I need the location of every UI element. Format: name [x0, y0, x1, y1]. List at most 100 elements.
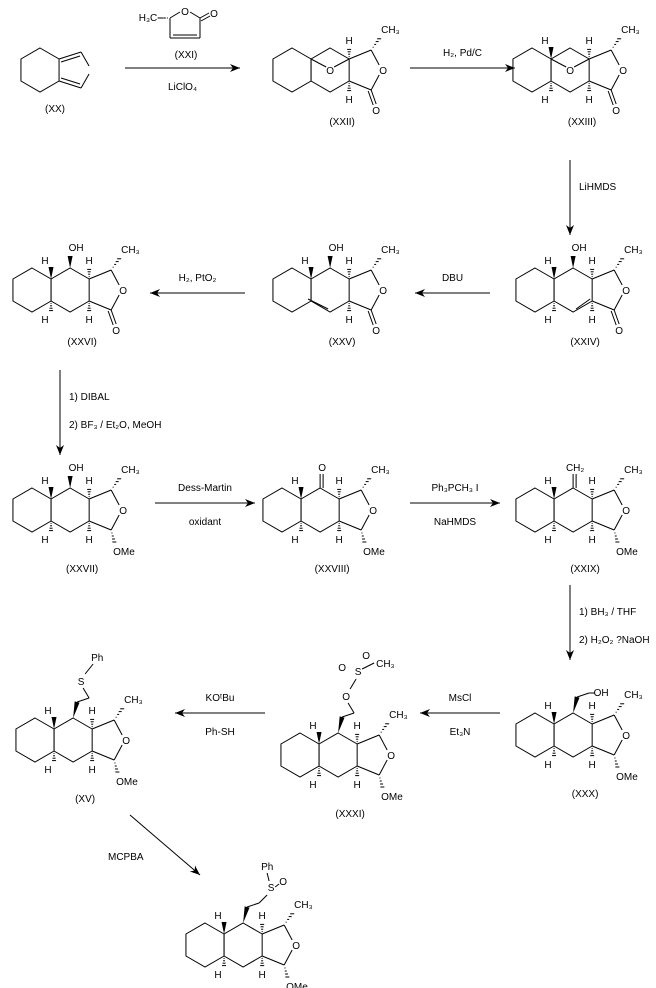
- bond: [360, 489, 370, 506]
- methoxy-label: OMe: [363, 547, 385, 558]
- bond: [367, 90, 374, 106]
- ring: [15, 717, 55, 763]
- arrowhead-icon: [175, 709, 185, 717]
- carbonyl-oxygen: O: [612, 106, 620, 117]
- hydrogen-label: H: [544, 535, 551, 546]
- bond: [58, 51, 82, 60]
- arrowhead-icon: [189, 865, 200, 875]
- bond: [266, 872, 270, 882]
- arrowhead-icon: [230, 64, 240, 72]
- wedge-bond: [551, 486, 557, 499]
- ring: [553, 712, 593, 758]
- ring: [50, 267, 90, 313]
- bond: [613, 309, 620, 325]
- methyl-label: CH₃: [381, 245, 400, 256]
- arrowhead-icon: [490, 499, 500, 507]
- methyl-label: CH₃: [371, 465, 390, 476]
- ring: [185, 922, 225, 968]
- bond: [591, 520, 615, 531]
- hydrogen-label: H: [544, 476, 551, 487]
- bond: [80, 51, 90, 67]
- hydrogen-label: H: [41, 476, 48, 487]
- hydrogen-label: H: [544, 315, 551, 326]
- top-substituent: OH: [69, 243, 84, 254]
- bond: [338, 520, 362, 531]
- methyl-label: CH₃: [376, 659, 395, 670]
- bond: [348, 300, 372, 311]
- bond: [189, 11, 201, 19]
- methyl-label: CH₃: [624, 245, 643, 256]
- hydrogen-label: H: [214, 911, 221, 922]
- hydrogen-label: H: [301, 256, 308, 267]
- methyl-label: CH₃: [124, 695, 143, 706]
- carbonyl-oxygen: O: [372, 326, 380, 337]
- hydrogen-label: H: [586, 36, 593, 47]
- hydrogen-label: H: [86, 315, 93, 326]
- bond: [348, 49, 372, 60]
- bond: [88, 269, 112, 280]
- bond: [113, 744, 123, 761]
- wedge-bond: [327, 255, 333, 268]
- bond: [348, 269, 372, 280]
- ring: [280, 732, 320, 778]
- bond: [88, 300, 112, 311]
- chain-label: OH: [594, 688, 609, 699]
- methyl-label: CH₃: [621, 25, 640, 36]
- compound-label: (XXV): [329, 337, 356, 348]
- wedge-bond: [243, 906, 250, 923]
- hydrogen-label: H: [346, 95, 353, 106]
- bond: [591, 269, 615, 280]
- methoxy-label: OMe: [286, 982, 308, 988]
- methoxy-label: OMe: [381, 792, 403, 803]
- hydrogen-label: H: [89, 706, 96, 717]
- hydrogen-label: H: [541, 95, 548, 106]
- wedge-bond: [573, 696, 580, 713]
- wedge-bond: [221, 921, 227, 934]
- reagent-label: 2) BF₃ / Et₂O, MeOH: [69, 420, 161, 431]
- sulfinyl-oxygen: O: [279, 877, 287, 888]
- bond: [591, 714, 615, 725]
- ring-oxygen: O: [292, 941, 300, 952]
- wedge-bond: [73, 701, 80, 718]
- wedge-bond: [67, 475, 73, 488]
- reaction-arrow-1: LiClO₄: [125, 64, 240, 93]
- hydrogen-label: H: [44, 706, 51, 717]
- carbonyl-oxygen: O: [210, 9, 218, 20]
- ring: [512, 47, 552, 93]
- methyl-label: CH₃: [121, 465, 140, 476]
- compound-label: (XXX): [572, 789, 599, 800]
- bond: [613, 514, 623, 531]
- hydrogen-label: H: [346, 315, 353, 326]
- reagent-label: H₂, PtO₂: [179, 273, 217, 284]
- bond: [91, 719, 115, 730]
- arrowhead-icon: [245, 499, 255, 507]
- bond: [588, 80, 612, 91]
- bond: [274, 883, 280, 888]
- bond: [613, 489, 623, 506]
- wedge-bond: [316, 731, 322, 744]
- bond: [110, 309, 117, 325]
- hydrogen-label: H: [354, 780, 361, 791]
- wedge-bond: [48, 266, 54, 279]
- ring-oxygen: O: [119, 506, 127, 517]
- hydrogen-label: H: [89, 765, 96, 776]
- bond: [610, 74, 620, 91]
- methyl-label: H₃C: [139, 13, 158, 24]
- compound-label: (XXI): [175, 50, 198, 61]
- reagent-label: NaHMDS: [434, 517, 477, 528]
- methoxy-label: OMe: [616, 772, 638, 783]
- bond: [88, 489, 112, 500]
- methoxy-label: OMe: [616, 547, 638, 558]
- compound-label: (XXVIII): [315, 564, 350, 575]
- hydrogen-label: H: [544, 256, 551, 267]
- hydrogen-label: H: [589, 760, 596, 771]
